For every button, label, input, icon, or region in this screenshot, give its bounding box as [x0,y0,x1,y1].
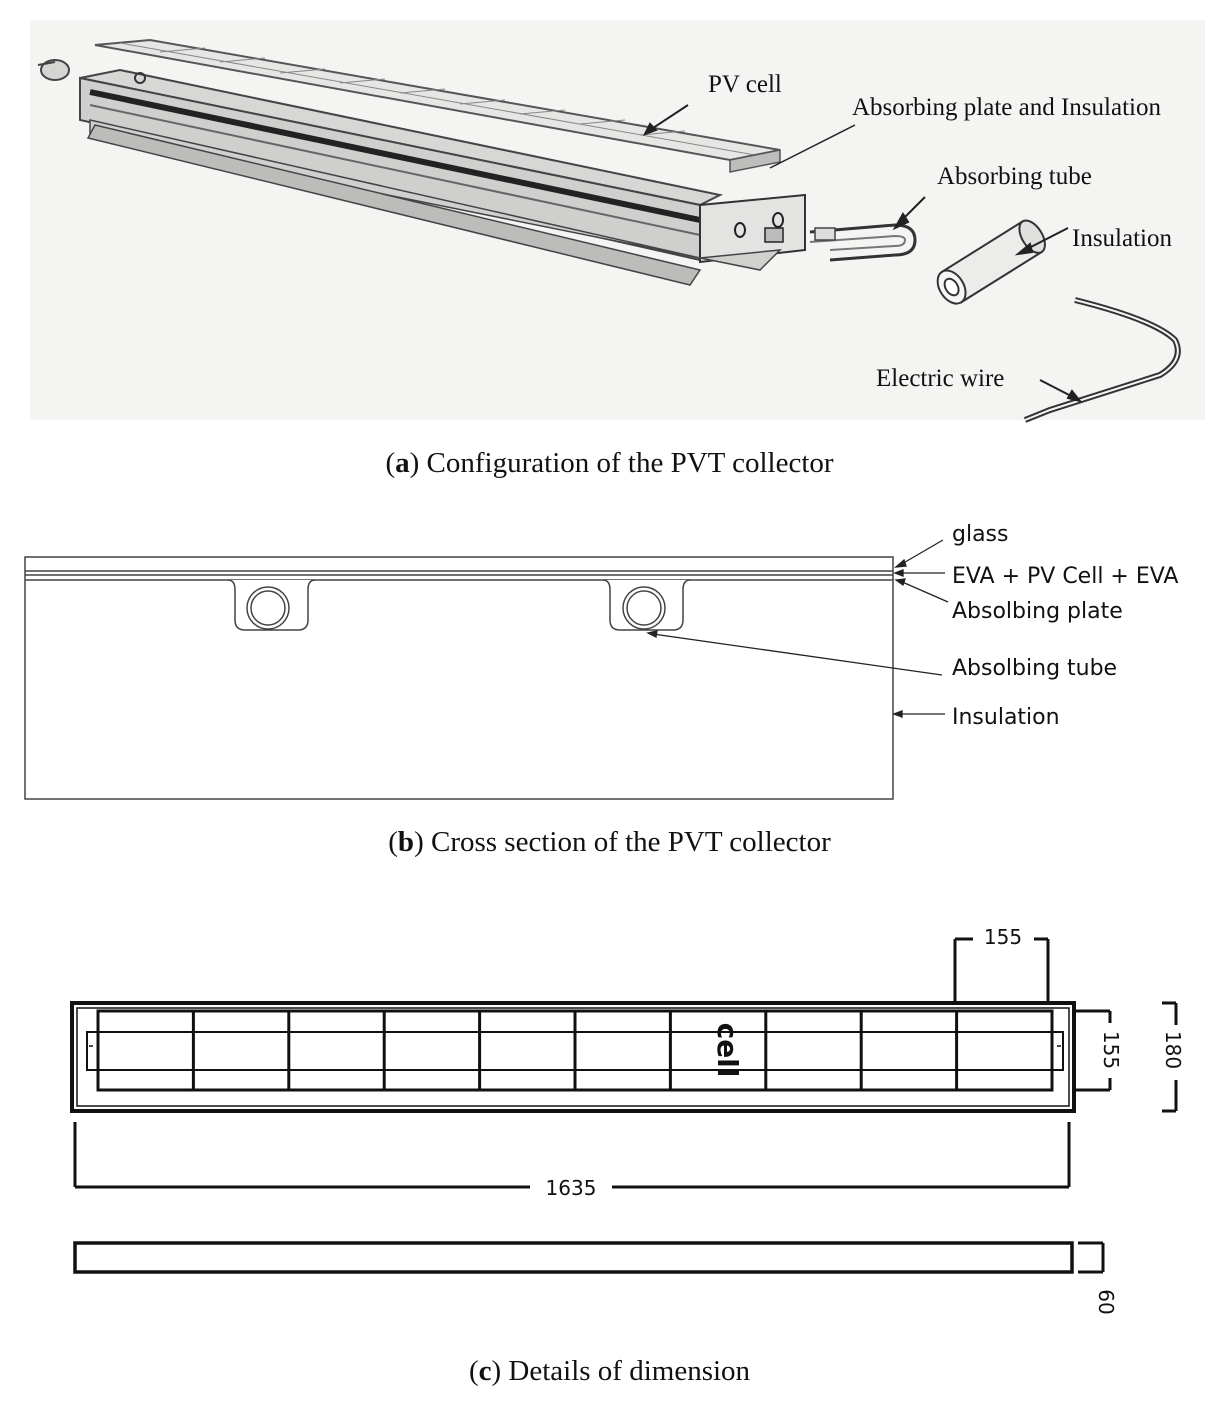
end-port-right [772,212,784,228]
glass-leader [899,539,944,566]
dim-cell-width [953,937,1050,1005]
caption-b-text: Cross section of the PVT collector [430,826,831,858]
insulation-cylinder [936,219,1046,305]
dim-module-length [73,1122,1071,1189]
end-port-left [734,222,746,238]
dim-label-module-height: 180 [1161,1031,1185,1069]
collector-end-cap [699,193,806,264]
cell-label: cell [711,1023,744,1078]
dim-label-cell-width: 155 [984,925,1022,949]
panel-b-cross-section: glass EVA + PV Cell + EVA Absolbing plat… [0,505,1219,815]
label-absorbing-tube: Absorbing tube [937,163,1092,190]
collector-rail [89,119,783,271]
inlet-pipe [40,59,70,81]
pv-cell-leader [649,104,689,131]
label-absorbing-tube-b: Absolbing tube [952,656,1117,681]
label-glass: glass [952,522,1008,547]
pv-panel-edge [729,149,781,173]
absorbing-tube-leader-b [652,633,943,676]
label-absorbing-plate-insulation: Absorbing plate and Insulation [852,94,1161,121]
dim-module-height [1162,1001,1178,1113]
cell-dividers [191,1011,959,1090]
caption-c-text: Details of dimension [508,1355,751,1387]
caption-a-text: Configuration of the PVT collector [426,447,834,479]
label-insulation-b: Insulation [952,705,1060,730]
label-absorbing-plate: Absolbing plate [952,599,1123,624]
absorbing-tube-2 [622,586,666,630]
caption-c-letter: c [478,1355,492,1387]
label-eva-pv-eva: EVA + PV Cell + EVA [952,564,1178,589]
dim-cell-height [1076,1009,1112,1092]
module-frame-inner [76,1007,1070,1107]
electric-wire-arrowhead [1066,389,1083,403]
label-pv-cell: PV cell [708,71,782,98]
dim-label-cell-height: 155 [1099,1031,1123,1069]
caption-c: (c) Details of dimension [468,1355,751,1387]
pvt-exploded-view: PV cell Absorbing plate and Insulation A… [30,20,1205,423]
bottom-plate [86,124,702,286]
caption-a: (a) Configuration of the PVT collector [385,447,834,479]
absorbing-u-tube [809,223,917,262]
insulation-body [24,556,894,800]
collector-groove-lower [89,104,701,236]
absorbing-tube-arrowhead [892,212,910,231]
pv-cell-arrowhead [642,122,658,136]
caption-a-letter: a [395,447,410,479]
caption-b: (b) Cross section of the PVT collector [388,826,831,858]
label-electric-wire: Electric wire [876,365,1004,392]
tube-connector [814,227,836,241]
absorbing-plate-leader [769,124,856,169]
module-side-profile [73,1241,1074,1274]
dim-label-module-thickness: 60 [1094,1289,1118,1314]
end-connector [764,227,784,243]
insulation-arrowhead [1014,242,1034,256]
absorbing-tube-1 [246,586,290,630]
bolt-icon [134,72,146,84]
module-frame-outer [70,1001,1076,1113]
absorbing-plate-leader-b [899,580,949,603]
dim-label-module-length: 1635 [546,1176,597,1200]
label-insulation: Insulation [1072,225,1172,252]
panel-c-dimensions: cell 155 155 180 [0,915,1219,1325]
pv-cell-grid [119,42,756,156]
collector-groove [89,89,701,223]
insulation-leader [1024,227,1069,251]
panel-a-configuration: PV cell Absorbing plate and Insulation A… [0,0,1219,430]
dimension-drawing: cell 155 155 180 [70,925,1185,1315]
cross-section-drawing: glass EVA + PV Cell + EVA Absolbing plat… [24,522,1178,800]
dim-module-thickness [1078,1241,1105,1274]
caption-b-letter: b [397,826,415,858]
